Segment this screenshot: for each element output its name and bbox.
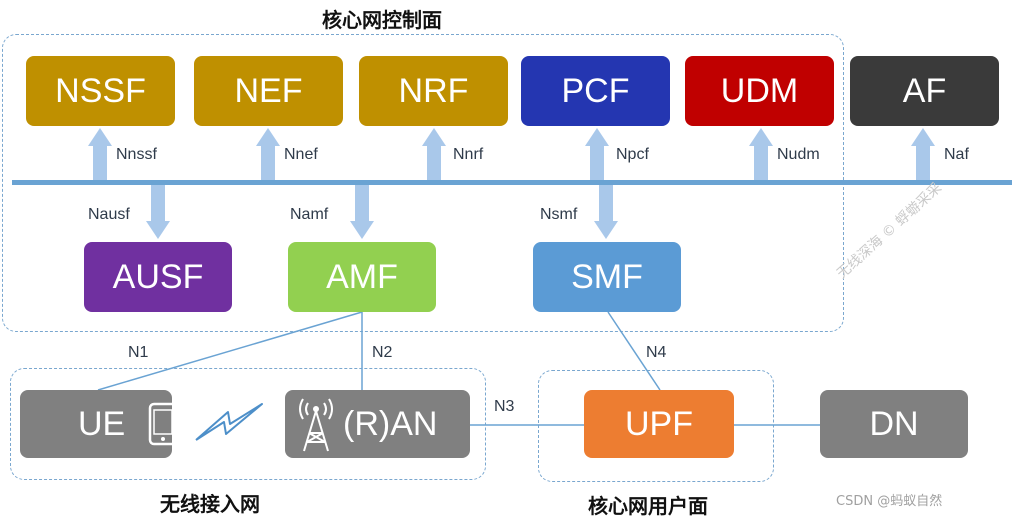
naf-label: Naf [944,146,969,163]
n4-label: N4 [646,344,667,361]
namf-arrow [350,185,374,239]
naf-arrow [911,128,935,180]
nudm-label: Nudm [777,146,820,163]
nef-node: NEF [194,56,343,126]
nnssf-label: Nnssf [116,146,157,163]
nsmf-label: Nsmf [540,206,578,223]
nnef-label: Nnef [284,146,318,163]
n1-line [97,311,363,391]
nnrf-arrow [422,128,446,180]
nausf-label: Nausf [88,206,130,223]
user-plane-region [538,370,774,482]
ue-node: UE [20,390,178,458]
nnef-arrow [256,128,280,180]
radio-link-icon [195,403,263,441]
control-plane-title: 核心网控制面 [322,8,442,32]
ausf-node: AUSF [84,242,232,312]
nnrf-label: Nnrf [453,146,484,163]
n2-label: N2 [372,344,393,361]
smf-node: SMF [533,242,681,312]
radio-access-title: 无线接入网 [160,492,260,516]
nssf-node: NSSF [26,56,175,126]
upf-node: UPF [584,390,734,458]
service-bus [12,180,1012,185]
udm-node: UDM [685,56,834,126]
dn-node: DN [820,390,968,458]
antenna-tower-icon [299,398,333,452]
radio-access-region [10,368,486,480]
nrf-node: NRF [359,56,508,126]
n4-line [607,311,661,391]
af-node: AF [850,56,999,126]
namf-label: Namf [290,206,329,223]
npcf-arrow [585,128,609,180]
ran-node: (R)AN [285,390,470,458]
nsmf-arrow [594,185,618,239]
nnssf-arrow [88,128,112,180]
n1-label: N1 [128,344,149,361]
npcf-label: Npcf [616,146,649,163]
n3-label: N3 [494,398,515,415]
csdn-watermark: CSDN @蚂蚁自然 [836,494,943,509]
phone-icon [148,402,178,446]
nudm-arrow [749,128,773,180]
user-plane-title: 核心网用户面 [588,494,708,518]
nausf-arrow [146,185,170,239]
pcf-node: PCF [521,56,670,126]
amf-node: AMF [288,242,436,312]
